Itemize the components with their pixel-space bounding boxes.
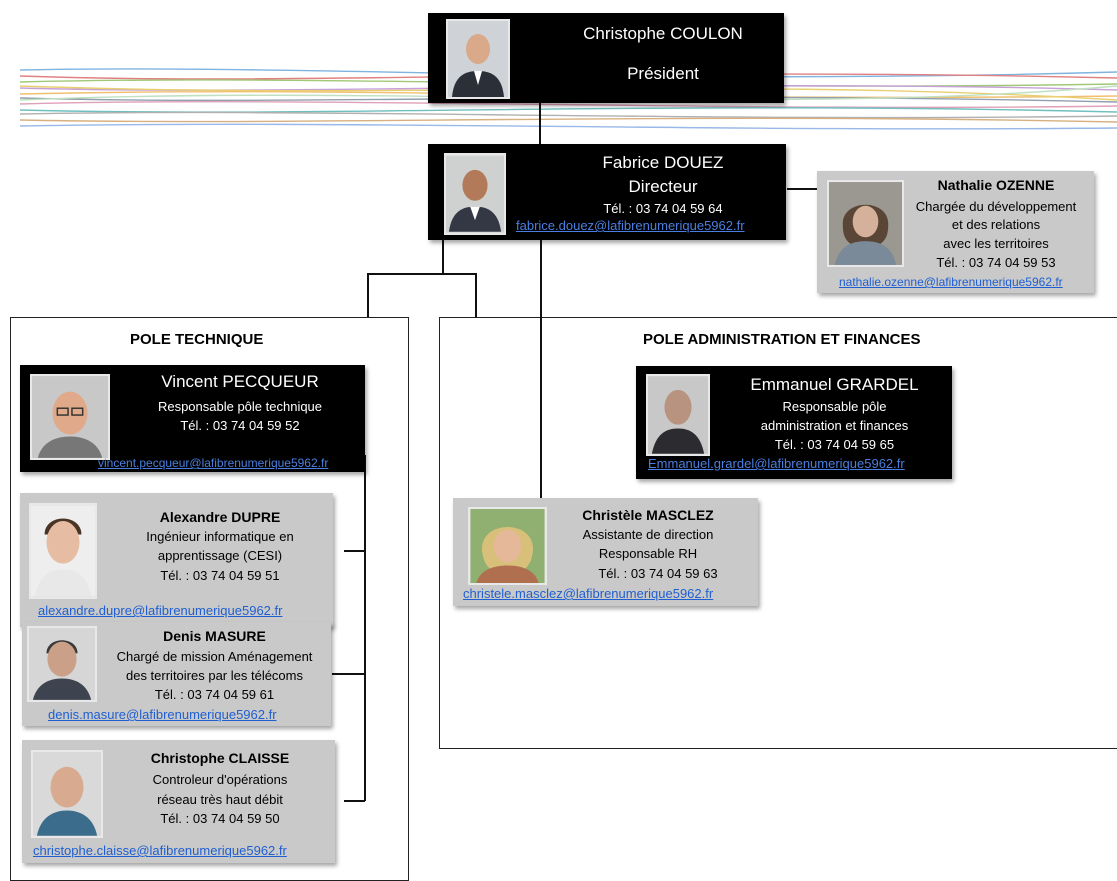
member-email-link[interactable]: denis.masure@lafibrenumerique5962.fr [48, 707, 277, 722]
connector-line [787, 188, 817, 190]
technique-head-phone: Tél. : 03 74 04 59 52 [180, 418, 300, 433]
member-email-link[interactable]: alexandre.dupre@lafibrenumerique5962.fr [38, 603, 283, 618]
member-card-masclez: Christèle MASCLEZ Assistante de directio… [453, 498, 758, 606]
technique-head-role: Responsable pôle technique [157, 399, 323, 414]
member-name: Christèle MASCLEZ [582, 507, 714, 523]
member-role-line-2: réseau très haut débit [157, 792, 283, 807]
president-name: Christophe COULON [583, 24, 743, 43]
director-photo [444, 153, 506, 235]
member-phone: Tél. : 03 74 04 59 63 [598, 566, 718, 581]
member-phone: Tél. : 03 74 04 59 61 [154, 687, 275, 702]
member-phone: Tél. : 03 74 04 59 51 [160, 568, 280, 583]
advisor-role-line-3: avec les territoires [943, 236, 1049, 251]
pole-technique-title: POLE TECHNIQUE [130, 331, 264, 348]
connector-line [364, 455, 366, 801]
member-role-line-2: Responsable RH [598, 546, 698, 561]
member-role-line-2: apprentissage (CESI) [157, 548, 283, 563]
member-card-claisse: Christophe CLAISSE Controleur d'opératio… [22, 740, 335, 863]
admin-head-role-line-2: administration et finances [760, 418, 909, 433]
advisor-role-line-2: et des relations [951, 217, 1041, 232]
advisor-phone: Tél. : 03 74 04 59 53 [936, 255, 1056, 270]
member-phone: Tél. : 03 74 04 59 50 [160, 811, 280, 826]
member-role-line-1: Assistante de direction [582, 527, 714, 542]
director-name: Fabrice DOUEZ [602, 153, 724, 172]
admin-head-phone: Tél. : 03 74 04 59 65 [774, 437, 895, 452]
member-card-masure: Denis MASURE Chargé de mission Aménageme… [22, 622, 331, 726]
advisor-name: Nathalie OZENNE [937, 177, 1055, 193]
admin-head-photo [646, 374, 710, 456]
member-name: Alexandre DUPRE [159, 509, 281, 525]
member-email-link[interactable]: christele.masclez@lafibrenumerique5962.f… [463, 586, 714, 601]
admin-head-card: Emmanuel GRARDEL Responsable pôle admini… [636, 366, 952, 479]
advisor-card: Nathalie OZENNE Chargée du développement… [817, 171, 1094, 293]
connector-line [367, 273, 369, 318]
connector-line [344, 800, 365, 802]
admin-head-role-line-1: Responsable pôle [782, 399, 887, 414]
advisor-photo [827, 180, 904, 267]
technique-head-email-link[interactable]: vincent.pecqueur@lafibrenumerique5962.fr [98, 456, 329, 470]
member-name: Denis MASURE [163, 628, 266, 644]
president-card: Christophe COULON Président [428, 13, 784, 103]
admin-head-email-link[interactable]: Emmanuel.grardel@lafibrenumerique5962.fr [648, 456, 905, 471]
member-photo [29, 503, 97, 599]
connector-line [475, 273, 477, 318]
director-title: Directeur [628, 177, 698, 196]
president-photo [446, 19, 510, 99]
member-role-line-2: des territoires par les télécoms [125, 668, 303, 683]
member-role-line-1: Controleur d'opérations [152, 772, 288, 787]
director-card: Fabrice DOUEZ Directeur Tél. : 03 74 04 … [428, 144, 786, 240]
director-phone: Tél. : 03 74 04 59 64 [603, 201, 723, 216]
advisor-role-line-1: Chargée du développement [915, 199, 1077, 214]
president-title: Président [627, 64, 699, 83]
member-role-line-1: Chargé de mission Aménagement [116, 649, 313, 664]
technique-head-card: Vincent PECQUEUR Responsable pôle techni… [20, 365, 365, 472]
connector-line [539, 103, 541, 145]
connector-line [344, 550, 365, 552]
technique-head-photo [30, 374, 110, 460]
member-photo [27, 626, 97, 702]
member-role-line-1: Ingénieur informatique en [146, 529, 294, 544]
member-email-link[interactable]: christophe.claisse@lafibrenumerique5962.… [33, 843, 287, 858]
member-photo [468, 507, 547, 585]
advisor-email-link[interactable]: nathalie.ozenne@lafibrenumerique5962.fr [839, 275, 1063, 289]
member-card-dupre: Alexandre DUPRE Ingénieur informatique e… [20, 493, 333, 627]
pole-admin-title: POLE ADMINISTRATION ET FINANCES [643, 331, 921, 348]
connector-line [540, 240, 542, 498]
director-email-link[interactable]: fabrice.douez@lafibrenumerique5962.fr [516, 218, 745, 233]
technique-head-name: Vincent PECQUEUR [161, 372, 319, 391]
member-name: Christophe CLAISSE [150, 750, 290, 766]
connector-line [367, 273, 477, 275]
connector-line [332, 673, 365, 675]
member-photo [31, 750, 103, 838]
connector-line [442, 240, 444, 274]
admin-head-name: Emmanuel GRARDEL [750, 375, 919, 394]
